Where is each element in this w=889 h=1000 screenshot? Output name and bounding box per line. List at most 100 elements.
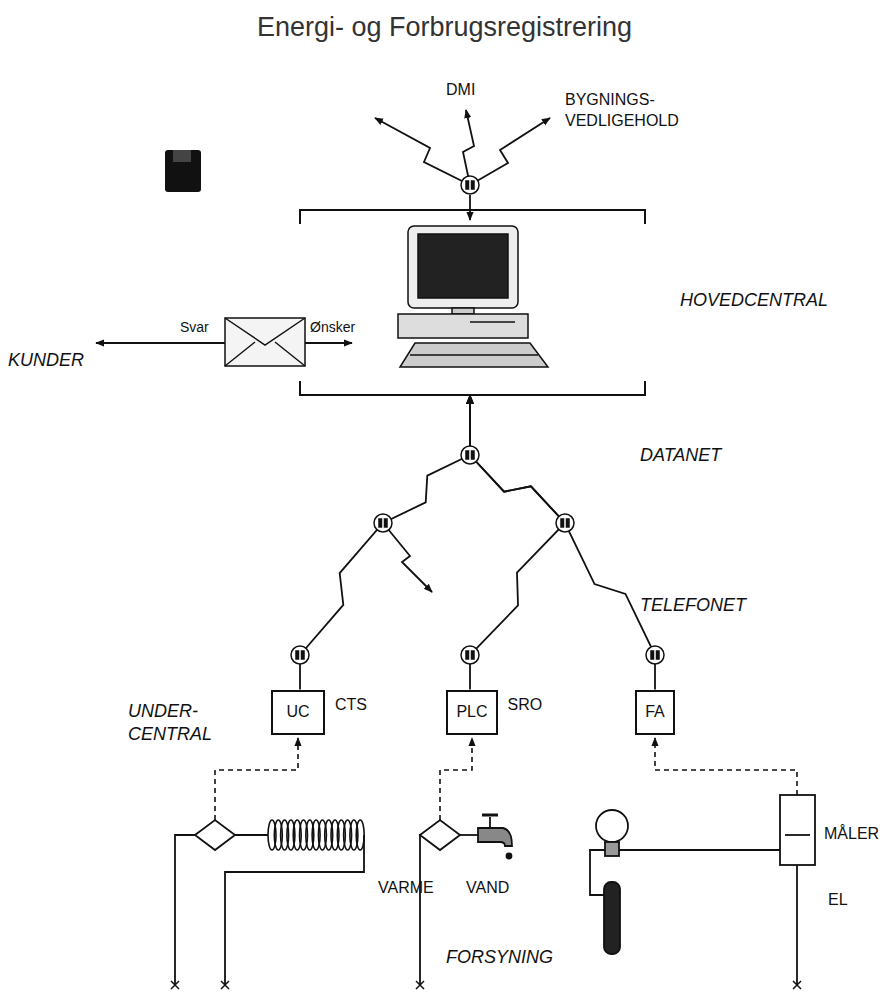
central-bracket <box>300 381 645 395</box>
radio-arrows <box>375 110 550 220</box>
network-jack <box>291 646 309 664</box>
network-jack <box>646 646 664 664</box>
electric-circuit <box>590 795 815 985</box>
envelope-icon <box>225 318 305 366</box>
computer-icon <box>452 308 474 314</box>
network-jack <box>646 646 664 664</box>
electric-circuit <box>619 849 780 851</box>
terminal-mark <box>793 981 801 989</box>
computer-icon <box>398 226 548 367</box>
computer-icon <box>470 321 515 323</box>
computer-icon <box>398 314 528 338</box>
electric-circuit <box>605 842 619 856</box>
heating-circuit <box>235 834 268 836</box>
network-connector <box>470 395 565 690</box>
diagram-label: UNDER- CENTRAL <box>128 700 220 747</box>
electric-circuit <box>780 795 815 865</box>
envelope-icon <box>275 342 305 366</box>
envelope-icon <box>225 342 255 366</box>
network-jack <box>461 176 479 194</box>
heating-coil <box>268 820 364 850</box>
network-jack <box>472 181 475 189</box>
coil-winding <box>356 820 364 850</box>
network-jack <box>472 651 475 659</box>
heating-circuit <box>175 820 364 985</box>
floppy-icon <box>173 150 191 162</box>
floppy-icon <box>165 150 201 192</box>
diagram-label: MÅLER <box>824 824 879 845</box>
network-jack <box>556 514 574 532</box>
floppy-icon <box>165 150 201 192</box>
network-jack <box>302 651 305 659</box>
network-jack <box>651 651 654 659</box>
water-circuit <box>420 835 422 985</box>
network-jack <box>379 519 382 527</box>
heating-circuit <box>225 835 364 985</box>
electric-circuit <box>604 882 620 954</box>
box-label: PLC <box>456 703 487 721</box>
network-jack <box>472 451 475 459</box>
signal-line <box>440 738 472 820</box>
heating-circuit <box>195 820 235 850</box>
network-jack <box>461 646 479 664</box>
water-circuit <box>460 834 478 836</box>
unit-box: PLCSRO <box>446 690 497 735</box>
terminal-mark <box>171 981 179 989</box>
radio-arrows <box>375 118 470 185</box>
network-jack <box>461 176 479 194</box>
network-jack <box>461 646 479 664</box>
electric-circuit <box>796 865 798 985</box>
radio-arrows <box>470 118 550 185</box>
box-heading: HOVEDCENTRAL <box>680 290 828 311</box>
computer-icon <box>408 226 518 308</box>
water-circuit <box>482 814 498 817</box>
computer-icon <box>400 343 548 367</box>
water-circuit <box>489 817 491 828</box>
box-heading: SRO <box>508 696 543 714</box>
terminal-mark <box>171 981 801 989</box>
electric-circuit <box>785 834 810 836</box>
diagram-label: Svar <box>180 318 209 336</box>
water-circuit <box>420 820 460 850</box>
central-bracket <box>300 210 645 395</box>
diagram-title: Energi- og Forbrugsregistrering <box>0 12 889 43</box>
radio-arrows <box>469 195 471 220</box>
network-jack <box>567 519 570 527</box>
heating-circuit <box>175 835 195 985</box>
diagram-label: DMI <box>446 80 475 101</box>
diagram-label: BYGNINGS- VEDLIGEHOLD <box>565 90 705 132</box>
network-jack <box>291 176 664 664</box>
unit-box: UCCTS <box>271 690 325 735</box>
computer-icon <box>418 234 508 298</box>
diagram-label: FORSYNING <box>446 946 553 969</box>
mail-arrows <box>96 342 352 344</box>
network-jack <box>466 451 469 459</box>
box-label: UC <box>286 703 309 721</box>
box-heading: CTS <box>335 696 367 714</box>
network-jack <box>291 646 309 664</box>
network-jack <box>461 446 479 464</box>
central-bracket <box>300 210 645 224</box>
network-jack <box>385 519 388 527</box>
network-jack <box>466 651 469 659</box>
network-jack <box>556 514 574 532</box>
signal-line <box>655 738 797 795</box>
unit-box: FA <box>635 690 675 735</box>
water-circuit <box>507 854 512 859</box>
network-jack <box>374 514 392 532</box>
terminal-mark <box>221 981 229 989</box>
central-frame: HOVEDCENTRAL <box>300 210 645 395</box>
telephone-link <box>383 523 432 592</box>
network-jack <box>466 181 469 189</box>
network-jack <box>461 446 479 464</box>
terminal-mark <box>416 981 424 989</box>
diagram-label: TELEFONET <box>640 594 746 617</box>
signal-line <box>215 738 298 820</box>
network-connector <box>300 395 470 690</box>
diagram-label: DATANET <box>640 444 721 467</box>
radio-arrows <box>463 110 474 185</box>
electric-circuit <box>596 810 628 842</box>
